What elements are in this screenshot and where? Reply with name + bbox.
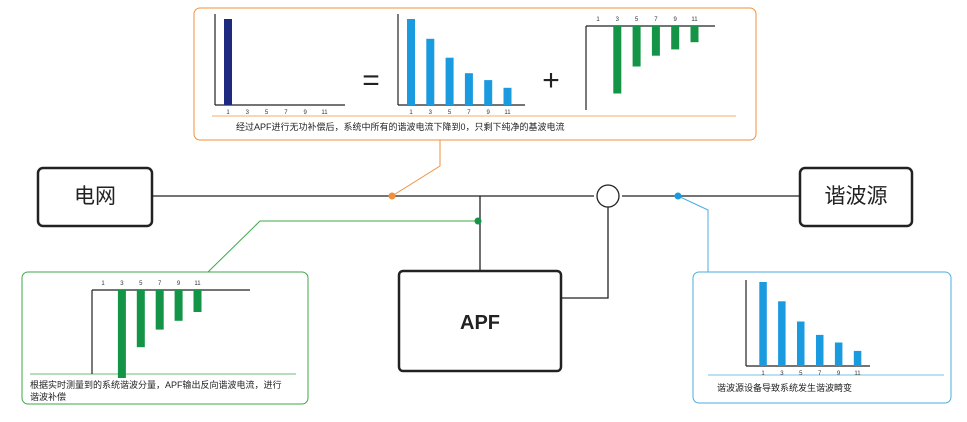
- bar-h9: [671, 26, 680, 50]
- tick-label: 5: [635, 17, 639, 23]
- left-leader-dot: [474, 217, 482, 225]
- bar-h7: [155, 290, 164, 330]
- bar-h11: [193, 290, 202, 312]
- apf-label: APF: [460, 312, 500, 334]
- sensor-signal-line: [561, 207, 609, 299]
- bar-h9: [174, 290, 183, 321]
- tick-label: 9: [177, 281, 181, 287]
- bar-h7: [651, 26, 660, 56]
- top-leader-dot: [388, 192, 396, 200]
- top-callout-frame: [193, 7, 757, 141]
- tick-label: 9: [487, 110, 491, 116]
- chart-distorted-top: 1 3 5 7 9 11: [397, 14, 525, 116]
- left-leader: [207, 220, 478, 273]
- current-sensor: [596, 184, 620, 208]
- bar-h11: [690, 26, 699, 43]
- chart-fundamental: 1 3 5 7 9 11: [214, 14, 345, 116]
- tick-label: 7: [284, 110, 288, 116]
- top-leader: [391, 140, 441, 197]
- tick-label: 1: [226, 110, 230, 116]
- left-caption-line2: 谐波补偿: [30, 391, 66, 402]
- bar-h3: [426, 38, 435, 105]
- bar-h9: [834, 342, 843, 366]
- top-caption: 经过APF进行无功补偿后，系统中所有的谐波电流下降到0，只剩下纯净的基波电流: [236, 121, 565, 132]
- tick-label: 7: [158, 281, 162, 287]
- bar-h3: [778, 301, 786, 366]
- bar-h5: [797, 321, 805, 366]
- tick-label: 1: [409, 110, 413, 116]
- bar-h3: [613, 26, 622, 94]
- tick-label: 3: [616, 17, 620, 23]
- right-leader-dot: [674, 192, 682, 200]
- bar-h5: [632, 26, 641, 67]
- tick-label: 5: [265, 110, 269, 116]
- tick-label: 3: [780, 371, 784, 377]
- bar-h7: [464, 73, 473, 105]
- grid-box: [36, 166, 154, 228]
- left-caption-line1: 根据实时测量到的系统谐波分量，APF输出反向谐波电流，进行: [30, 379, 282, 390]
- tick-label: 3: [429, 110, 433, 116]
- bar-h5: [445, 57, 454, 105]
- tick-label: 1: [101, 281, 105, 287]
- right-caption: 谐波源设备导致系统发生谐波畸变: [717, 382, 852, 393]
- tick-label: 11: [504, 110, 511, 116]
- tick-label: 9: [674, 17, 678, 23]
- tick-label: 9: [304, 110, 308, 116]
- right-leader: [677, 195, 709, 272]
- plus-sign: +: [542, 64, 560, 97]
- tick-label: 7: [467, 110, 471, 116]
- tick-label: 11: [854, 371, 861, 377]
- grid-label: 电网: [74, 185, 116, 208]
- tick-label: 11: [321, 110, 328, 116]
- bar-h9: [484, 80, 493, 105]
- chart-compensation-top: 1 3 5 7 9 11: [585, 17, 715, 110]
- tick-label: 9: [837, 371, 841, 377]
- bar-h1: [407, 19, 415, 105]
- source-label: 谐波源: [825, 185, 888, 208]
- tick-label: 3: [120, 281, 124, 287]
- bar-h7: [816, 334, 824, 366]
- tick-label: 5: [448, 110, 452, 116]
- tick-label: 7: [654, 17, 658, 23]
- bar-h5: [136, 290, 145, 348]
- source-box: [798, 166, 914, 228]
- chart-compensation-left: 1 3 5 7 9 11: [91, 281, 250, 378]
- left-callout-frame: [21, 271, 309, 405]
- tick-label: 11: [194, 281, 201, 287]
- chart-distorted-right: 1 3 5 7 9 11: [745, 280, 870, 377]
- equals-sign: =: [362, 64, 380, 97]
- bar-h1: [759, 282, 767, 366]
- bar-h1: [224, 19, 232, 105]
- bar-h11: [503, 87, 512, 105]
- tick-label: 5: [139, 281, 143, 287]
- bar-h11: [853, 350, 862, 366]
- right-callout-frame: [692, 271, 952, 404]
- tick-label: 5: [799, 371, 803, 377]
- tick-label: 7: [818, 371, 822, 377]
- bar-h3: [117, 290, 126, 378]
- tick-label: 11: [691, 17, 698, 23]
- tick-label: 1: [761, 371, 765, 377]
- apf-box: [397, 269, 563, 373]
- tick-label: 1: [596, 17, 600, 23]
- tick-label: 3: [246, 110, 250, 116]
